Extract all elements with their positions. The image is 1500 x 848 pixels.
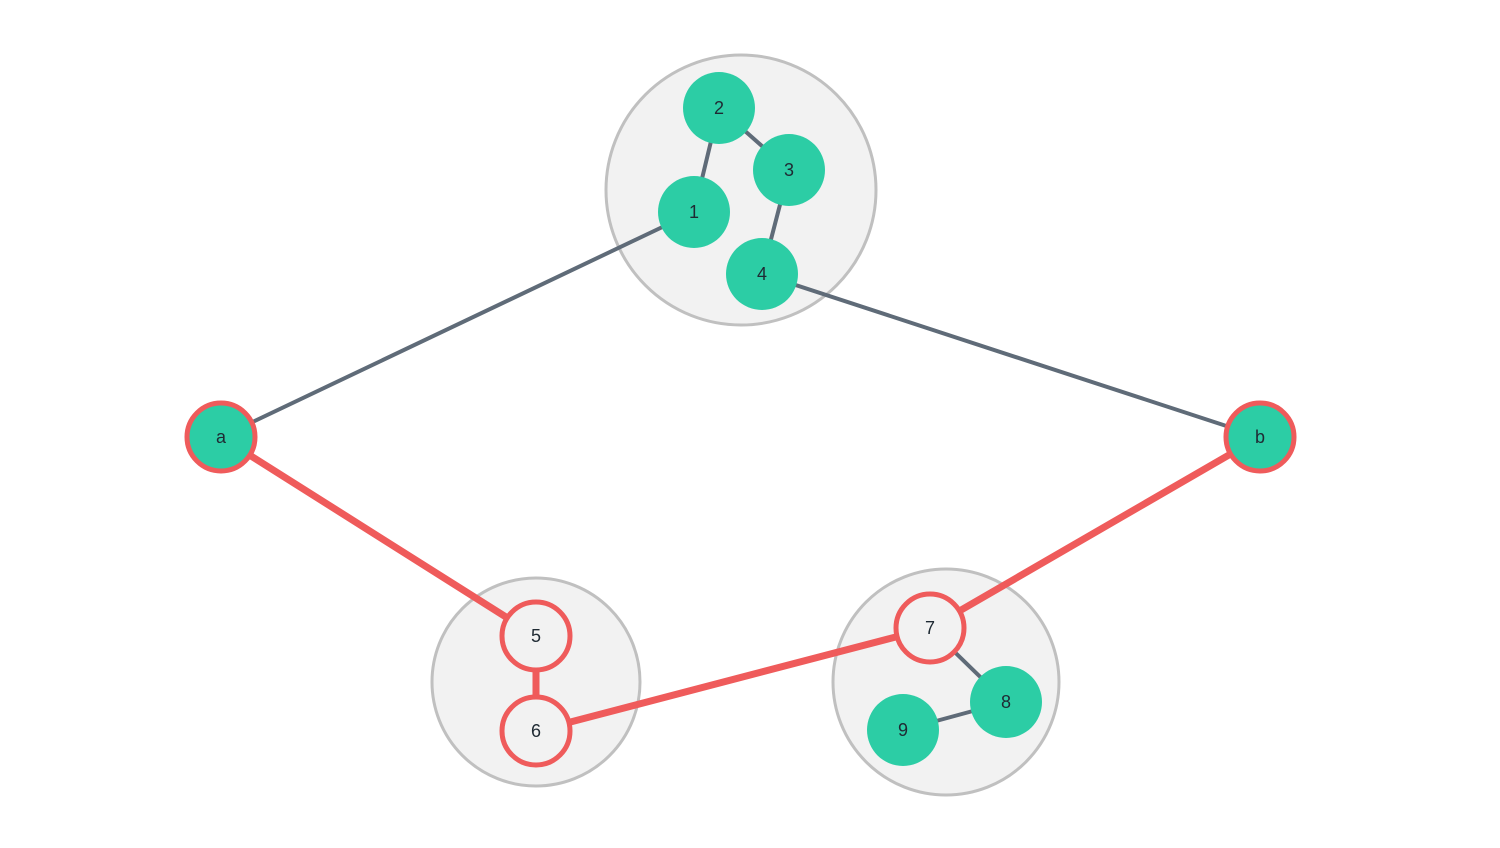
node-8-label: 8 — [1001, 692, 1011, 712]
node-7-label: 7 — [925, 618, 935, 638]
edge-a-5 — [217, 433, 540, 640]
node-5-circle[interactable] — [499, 599, 573, 673]
node-8-circle[interactable] — [970, 666, 1042, 738]
node-4-circle[interactable] — [726, 238, 798, 310]
edge-a-1 — [219, 210, 696, 439]
node-8[interactable]: 8 — [970, 666, 1042, 738]
node-b[interactable]: b — [1223, 400, 1297, 474]
group-top — [604, 53, 878, 327]
node-6[interactable]: 6 — [499, 694, 573, 768]
node-6-circle[interactable] — [499, 694, 573, 768]
node-b-label: b — [1255, 427, 1265, 447]
node-2-circle[interactable] — [683, 72, 755, 144]
node-5-label: 5 — [531, 626, 541, 646]
edge-6-7 — [532, 624, 934, 735]
node-a[interactable]: a — [184, 400, 258, 474]
node-9-label: 9 — [898, 720, 908, 740]
node-7[interactable]: 7 — [893, 591, 967, 665]
node-3-circle[interactable] — [753, 134, 825, 206]
edge-4-b — [760, 272, 1262, 439]
node-5[interactable]: 5 — [499, 599, 573, 673]
node-1-circle[interactable] — [658, 176, 730, 248]
node-3-label: 3 — [784, 160, 794, 180]
node-9[interactable]: 9 — [867, 694, 939, 766]
node-b-circle[interactable] — [1223, 400, 1297, 474]
node-4[interactable]: 4 — [726, 238, 798, 310]
node-a-label: a — [216, 427, 227, 447]
edge-7-b — [926, 433, 1264, 632]
node-2-label: 2 — [714, 98, 724, 118]
node-a-circle[interactable] — [184, 400, 258, 474]
node-4-label: 4 — [757, 264, 767, 284]
node-1[interactable]: 1 — [658, 176, 730, 248]
node-7-circle[interactable] — [893, 591, 967, 665]
node-2[interactable]: 2 — [683, 72, 755, 144]
groups-layer — [430, 53, 1061, 797]
node-9-circle[interactable] — [867, 694, 939, 766]
node-1-label: 1 — [689, 202, 699, 222]
node-3[interactable]: 3 — [753, 134, 825, 206]
node-6-label: 6 — [531, 721, 541, 741]
nodes-layer: 1 2 3 4 5 6 7 8 9 a b — [184, 72, 1297, 768]
